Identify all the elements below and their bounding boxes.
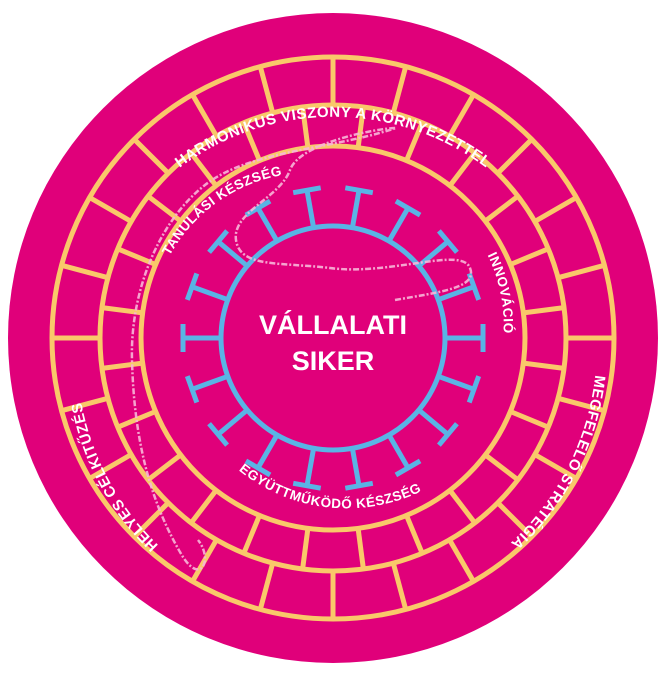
outer-spoke <box>116 409 157 430</box>
inner-tooth-stem <box>386 206 411 243</box>
outer-spoke <box>132 501 170 539</box>
outer-spoke <box>447 93 476 138</box>
outer-spoke <box>355 106 366 148</box>
outer-spoke <box>257 65 276 114</box>
inner-tooth-stem <box>255 433 280 470</box>
outer-spoke <box>523 305 565 316</box>
inner-tooth-stem <box>216 239 249 268</box>
inner-tooth-cap <box>466 375 482 404</box>
outer-spoke <box>88 452 133 481</box>
outer-spoke <box>189 488 219 525</box>
inner-tooth-stem <box>437 373 475 392</box>
inner-ring <box>180 185 486 491</box>
inner-tooth-cap <box>344 480 374 491</box>
inner-tooth-cap <box>292 480 322 491</box>
learning-thread <box>130 126 473 571</box>
outer-spoke <box>483 194 520 224</box>
outer-spoke <box>300 106 311 148</box>
outer-spoke <box>509 246 550 267</box>
inner-tooth-cap <box>184 272 200 301</box>
outer-spoke <box>355 528 366 570</box>
outer-spoke <box>483 452 520 482</box>
outer-spoke <box>101 360 143 371</box>
inner-tooth-cap <box>344 185 374 196</box>
inner-tooth-stem <box>191 284 229 303</box>
outer-spoke <box>189 151 219 188</box>
outer-ring-3 <box>138 143 528 533</box>
outer-spoke <box>241 121 262 162</box>
outer-spoke <box>60 395 109 414</box>
inner-tooth-stem <box>349 447 362 487</box>
outer-spoke <box>101 305 143 316</box>
outer-spokes-a <box>52 57 614 619</box>
inner-tooth-cap <box>207 422 230 447</box>
outer-rings <box>49 54 617 622</box>
outer-spoke <box>60 262 109 281</box>
outer-spoke <box>300 528 311 570</box>
outer-spoke <box>447 488 477 525</box>
inner-teeth <box>180 185 486 491</box>
outer-spoke <box>390 65 409 114</box>
outer-spoke <box>496 137 534 175</box>
inner-tooth-stem <box>255 206 280 243</box>
center-title-line1: VÁLLALATI <box>259 309 407 340</box>
inner-tooth-stem <box>386 433 411 470</box>
inner-tooth-cap <box>244 458 272 478</box>
inner-tooth-stem <box>349 189 362 229</box>
outer-spoke <box>557 395 606 414</box>
inner-tooth-cap <box>184 375 200 404</box>
outer-spoke <box>241 514 262 555</box>
outer-spoke <box>533 195 578 224</box>
outer-spoke <box>496 501 534 539</box>
inner-tooth-cap <box>394 458 422 478</box>
inner-tooth-stem <box>191 373 229 392</box>
inner-tooth-cap <box>436 229 459 254</box>
inner-tooth-stem <box>304 189 317 229</box>
outer-spoke <box>557 262 606 281</box>
outer-spoke <box>447 151 477 188</box>
outer-spoke <box>390 562 409 611</box>
inner-tooth-stem <box>304 447 317 487</box>
inner-tooth-cap <box>466 272 482 301</box>
inner-tooth-stem <box>417 408 450 437</box>
outer-spoke <box>132 137 170 175</box>
inner-tooth-stem <box>417 239 450 268</box>
outer-spoke <box>88 195 133 224</box>
inner-tooth-stem <box>216 408 249 437</box>
outer-spoke <box>146 452 183 482</box>
outer-spoke <box>257 562 276 611</box>
background-disc <box>8 13 658 663</box>
outer-spokes-b <box>101 106 565 570</box>
outer-spoke <box>404 121 425 162</box>
outer-spoke <box>533 452 578 481</box>
inner-tooth-cap <box>394 198 422 218</box>
outer-spoke <box>404 514 425 555</box>
center-title-line2: SIKER <box>292 346 375 376</box>
inner-tooth-cap <box>292 185 322 196</box>
inner-tooth-cap <box>207 229 230 254</box>
inner-tooth-cap <box>436 422 459 447</box>
outer-spoke <box>447 538 476 583</box>
outer-spoke <box>509 409 550 430</box>
outer-spoke <box>146 194 183 224</box>
outer-spoke <box>523 360 565 371</box>
outer-spoke <box>190 93 219 138</box>
inner-tooth-stem <box>437 284 475 303</box>
